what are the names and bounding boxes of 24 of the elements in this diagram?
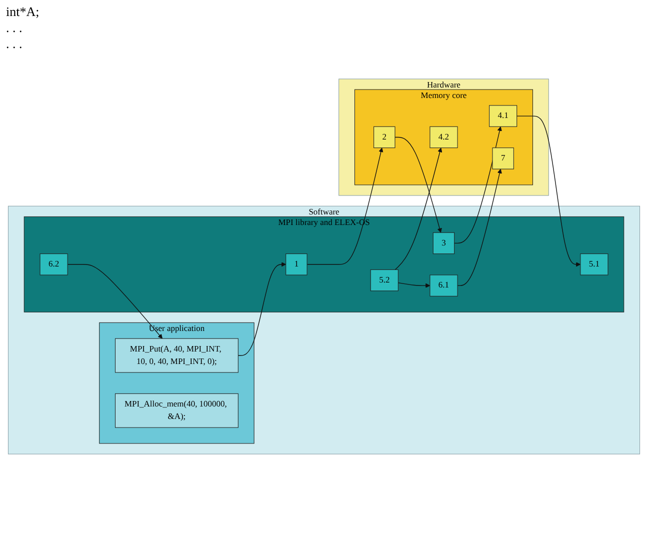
arrow xyxy=(394,136,442,233)
node-box: 5.1 xyxy=(580,254,608,276)
code-text: int*A; xyxy=(6,4,40,20)
arrow xyxy=(398,282,430,288)
code-text: . . . xyxy=(6,36,22,52)
node-box: MPI_Alloc_mem(40, 100000, &A); xyxy=(115,393,238,428)
node-box: 5.2 xyxy=(370,269,398,292)
node-box: 1 xyxy=(286,254,308,276)
node-box: 4.1 xyxy=(489,105,518,127)
node-box: 6.2 xyxy=(40,254,68,276)
arrow xyxy=(394,148,442,270)
node-box: 6.1 xyxy=(430,274,458,296)
node-box: 7 xyxy=(492,148,514,170)
arrow xyxy=(67,264,163,339)
node-box: MPI_Put(A, 40, MPI_INT, 10, 0, 40, MPI_INT, 0); xyxy=(115,338,238,373)
arrow xyxy=(457,168,502,286)
code-text: . . . xyxy=(6,20,22,36)
arrow xyxy=(516,116,581,267)
node-box: 4.2 xyxy=(430,126,458,148)
arrow xyxy=(306,148,384,265)
node-box: 3 xyxy=(432,232,455,254)
node-box: 2 xyxy=(374,126,396,148)
arrow xyxy=(238,262,286,356)
arrow xyxy=(454,126,502,244)
